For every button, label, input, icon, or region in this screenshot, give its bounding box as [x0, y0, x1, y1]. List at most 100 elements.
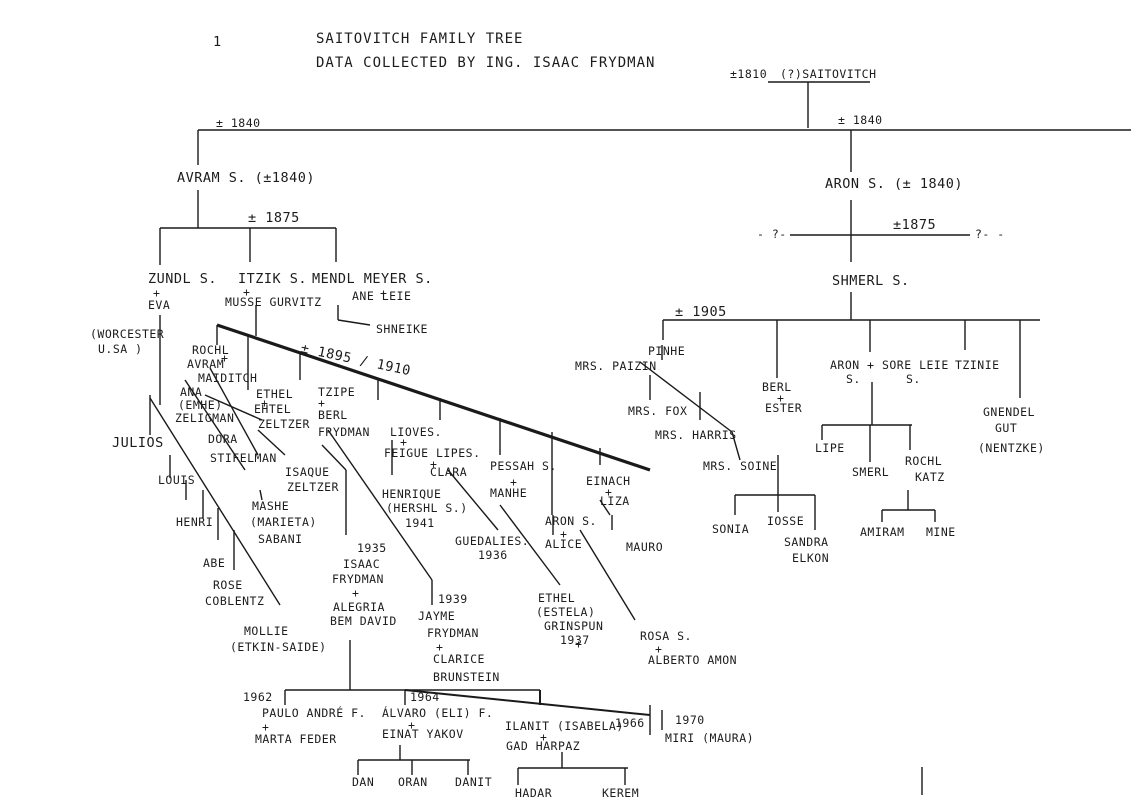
person-ethel-estela-2: (ESTELA) [536, 605, 595, 619]
svg-text:+: + [655, 642, 662, 656]
person-gnendel-1: GNENDEL [983, 405, 1035, 419]
header-text: 1 SAITOVITCH FAMILY TREE DATA COLLECTED … [213, 31, 655, 71]
person-aron: ARON S. (± 1840) [825, 176, 963, 192]
svg-text:+: + [261, 396, 268, 410]
diagram-subtitle: DATA COLLECTED BY ING. ISAAC FRYDMAN [316, 55, 655, 71]
person-rochl-katz-1: ROCHL [905, 454, 942, 468]
person-guedalies: GUEDALIES. [455, 534, 529, 548]
person-henrique-1: HENRIQUE [382, 487, 441, 501]
person-abe: ABE [203, 556, 225, 570]
person-masha-1: MASHE [252, 499, 289, 513]
svg-text:+: + [153, 286, 160, 300]
svg-text:+: + [243, 285, 250, 299]
person-ethel-1: ETHEL [256, 387, 293, 401]
person-aron-sore-3: S. [906, 372, 921, 386]
plus-signs: + + + + + + + + + + + + + + + + + + + + [153, 285, 874, 744]
person-iosse: IOSSE [767, 514, 804, 528]
person-paulo-2: MARTA FEDER [255, 732, 337, 746]
person-lipe: LIPE [815, 441, 845, 455]
date-henrique: 1941 [405, 516, 435, 530]
person-smerl: SMERL [852, 465, 889, 479]
date-aron-children: ±1875 [893, 217, 936, 233]
person-alvaro-2: EINAT YAKOV [382, 727, 464, 741]
person-isaque-2: ZELTZER [287, 480, 339, 494]
svg-text:+: + [318, 396, 325, 410]
person-mrs-fox: MRS. FOX [628, 404, 687, 418]
date-guedalies: 1936 [478, 548, 508, 562]
person-aron-sore-2: S. [846, 372, 861, 386]
person-ana-2: (EMHE) [178, 398, 223, 412]
person-mollie-1: MOLLIE [244, 624, 289, 638]
svg-text:+: + [540, 730, 547, 744]
person-masha-3: SABANI [258, 532, 303, 546]
person-jayme-2: FRYDMAN [427, 626, 479, 640]
diagram-title: SAITOVITCH FAMILY TREE [316, 31, 523, 47]
person-labels: (?)SAITOVITCH AVRAM S. (±1840) ARON S. (… [90, 67, 1044, 800]
person-einach-2: LIZA [600, 494, 630, 508]
date-avram-children: ± 1875 [248, 210, 300, 226]
person-julios: JULIOS [112, 435, 164, 451]
svg-text:+: + [510, 475, 517, 489]
person-isaque-1: ISAQUE [285, 465, 330, 479]
person-sonia: SONIA [712, 522, 749, 536]
person-tzipe-2: BERL [318, 408, 348, 422]
person-mrs-soine: MRS. SOINE [703, 459, 777, 473]
person-oran: ORAN [398, 775, 428, 789]
svg-text:+: + [436, 640, 443, 654]
svg-text:+: + [262, 720, 269, 734]
person-ilanit-2: GAD HARPAZ [506, 739, 580, 753]
person-rose-2: COBLENTZ [205, 594, 264, 608]
person-masha-2: (MARIETA) [250, 515, 317, 529]
person-avram: AVRAM S. (±1840) [177, 170, 315, 186]
person-jayme-4: BRUNSTEIN [433, 670, 500, 684]
person-isaac-4: BEM DAVID [330, 614, 397, 628]
date-miri: 1970 [675, 713, 705, 727]
date-isaac: 1935 [357, 541, 387, 555]
person-dora-1: DORA [208, 432, 238, 446]
person-berl-1: BERL [762, 380, 792, 394]
person-paulo-1: PAULO ANDRÉ F. [262, 705, 366, 720]
person-zundl: ZUNDL S. [148, 271, 217, 287]
person-shmerl: SHMERL S. [832, 273, 910, 289]
person-pessah-2: MANHE [490, 486, 527, 500]
person-hadar: HADAR [515, 786, 552, 800]
person-henri: HENRI [176, 515, 213, 529]
person-rosa-2: ALBERTO AMON [648, 653, 737, 667]
person-ethel-2: EHTEL [254, 402, 291, 416]
person-worcester-1: (WORCESTER [90, 327, 164, 341]
person-root: (?)SAITOVITCH [780, 67, 877, 81]
person-dan: DAN [352, 775, 374, 789]
person-kerem: KEREM [602, 786, 639, 800]
person-gnendel-2: GUT [995, 421, 1017, 435]
svg-text:+: + [560, 527, 567, 541]
date-jayme: 1939 [438, 592, 468, 606]
person-danit: DANIT [455, 775, 492, 789]
date-right-marriage: ± 1840 [838, 113, 883, 127]
date-ilanit: 1966 [615, 716, 645, 730]
person-amiram: AMIRAM [860, 525, 905, 539]
person-aron-alice-2: ALICE [545, 537, 582, 551]
svg-text:+: + [221, 351, 228, 365]
date-root: ±1810 [730, 67, 767, 81]
person-rochl-3: MAIDITCH [198, 371, 257, 385]
person-isaac-3: ALEGRIA [333, 600, 385, 614]
person-worcester-2: U.SA ) [98, 342, 143, 356]
person-pessah-1: PESSAH S. [490, 459, 557, 473]
person-miri: MIRI (MAURA) [665, 731, 754, 745]
person-rosa-1: ROSA S. [640, 629, 692, 643]
person-lioves-1: LIOVES. [390, 425, 442, 439]
svg-text:+: + [575, 637, 582, 651]
person-ethel-estela-1: ETHEL [538, 591, 575, 605]
person-tzipe-1: TZIPE [318, 385, 355, 399]
person-mrs-paizin: MRS. PAIZIN [575, 359, 657, 373]
person-einach-1: EINACH [586, 474, 631, 488]
person-rochl-2: AVRAM [187, 357, 224, 371]
person-tzipe-3: FRYDMAN [318, 425, 370, 439]
unknown-left: - ?- [757, 227, 787, 241]
svg-text:+: + [605, 485, 612, 499]
connector-lines [149, 81, 1131, 795]
unknown-right: ?- - [975, 227, 1005, 241]
person-sandra-1: SANDRA [784, 535, 829, 549]
person-dora-2: STIFELMAN [210, 451, 277, 465]
svg-text:+: + [777, 391, 784, 405]
